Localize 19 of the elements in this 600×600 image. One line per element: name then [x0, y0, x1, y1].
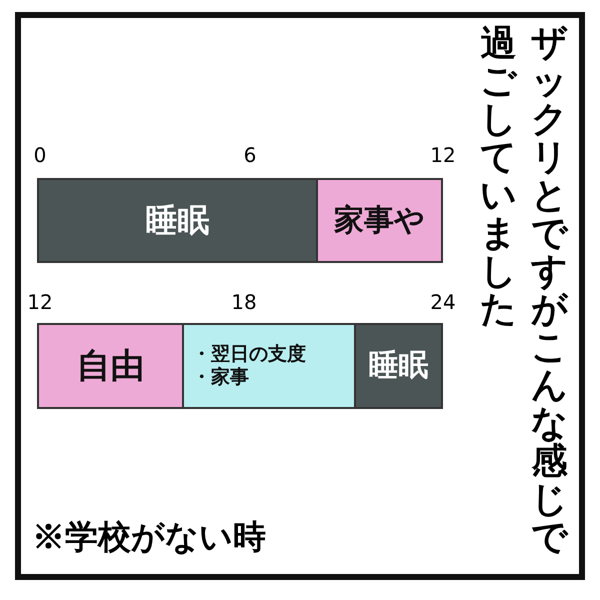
list-item: ・翌日の支度 [192, 343, 306, 366]
tick-label: 0 [34, 143, 46, 167]
tick-label: 18 [231, 290, 257, 314]
list-item: ・家事 [192, 366, 249, 389]
tick-label: 24 [430, 290, 456, 314]
segment-label: 睡眠 [146, 201, 210, 240]
time-segment [354, 323, 443, 409]
tick-label: 12 [430, 143, 456, 167]
note-text: ※学校がない時 [32, 516, 266, 558]
time-segment [182, 323, 356, 409]
tick-label: 12 [27, 290, 53, 314]
tick-label: 6 [244, 143, 256, 167]
segment-label: 睡眠 [368, 348, 428, 384]
segment-label: 自由 [76, 346, 144, 386]
time-segment [37, 323, 184, 409]
segment-label: 家事や [334, 202, 425, 238]
time-segment [37, 178, 318, 263]
vertical-title: ザックリとですがこんな感じで過ごしていました [479, 24, 570, 556]
time-segment [316, 178, 443, 263]
